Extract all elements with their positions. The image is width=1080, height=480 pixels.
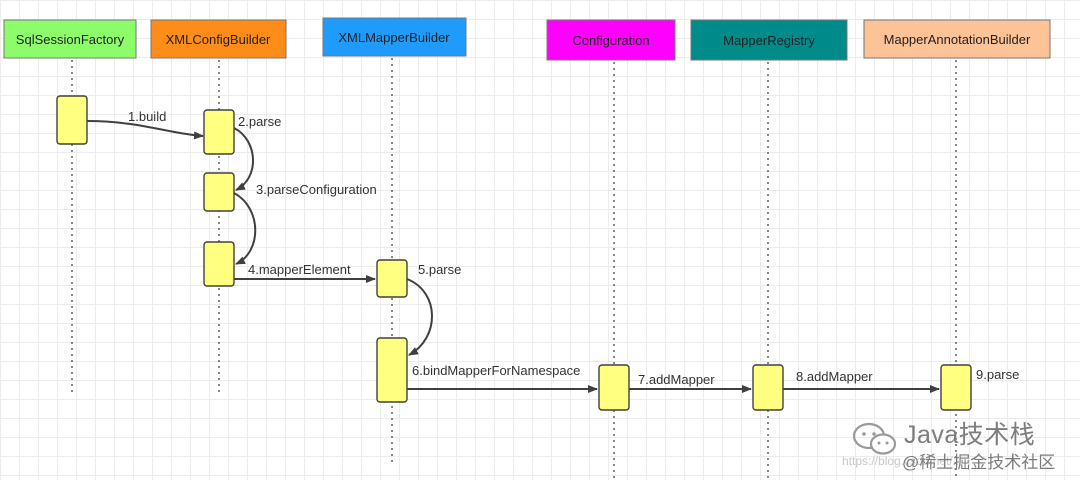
participant-configuration: Configuration (546, 19, 676, 61)
participant-box (546, 19, 676, 61)
message-arrow-xml-mapper-parse (406, 278, 433, 356)
activation-mapper-registry (752, 364, 784, 411)
participant-sql-session-factory: SqlSessionFactory (3, 19, 137, 59)
participant-label: MapperAnnotationBuilder (884, 32, 1031, 47)
participant-label: Configuration (572, 33, 649, 48)
participant-xml-config-builder: XMLConfigBuilder (150, 19, 287, 59)
message-label-parse: 2.parse (238, 114, 281, 129)
participant-label: XMLConfigBuilder (166, 32, 271, 47)
message-label-xml-mapper-parse: 5.parse (418, 262, 461, 277)
participant-box (150, 19, 287, 59)
activation-xml-mapper-builder-mapper-element (376, 259, 408, 298)
message-label-annotation-parse: 9.parse (976, 367, 1019, 382)
activation-xml-config-builder-parse (203, 172, 235, 212)
participant-box (322, 17, 467, 57)
message-arrow-parse-configuration (233, 192, 257, 265)
participant-label: XMLMapperBuilder (338, 30, 450, 45)
participant-label: MapperRegistry (723, 33, 815, 48)
activation-xml-mapper-builder-parse (376, 337, 408, 403)
participant-box (3, 19, 137, 59)
activation-configuration (598, 364, 630, 411)
message-arrow-build (86, 120, 204, 140)
message-arrow-parse (233, 127, 254, 191)
activation-xml-config-builder-build (203, 109, 235, 155)
participant-label: SqlSessionFactory (16, 32, 125, 47)
message-label-add-mapper-2: 8.addMapper (796, 369, 873, 384)
message-label-bind-mapper: 6.bindMapperForNamespace (412, 363, 580, 378)
participant-mapper-registry: MapperRegistry (690, 19, 848, 61)
activation-xml-config-builder-parse-configuration (203, 241, 235, 287)
message-label-build: 1.build (128, 109, 166, 124)
participant-box (863, 19, 1051, 59)
participant-xml-mapper-builder: XMLMapperBuilder (322, 17, 467, 57)
activation-sql-session-factory (56, 95, 88, 145)
message-label-parse-configuration: 3.parseConfiguration (256, 182, 377, 197)
activation-mapper-annotation-builder (940, 364, 972, 411)
message-label-add-mapper-1: 7.addMapper (638, 372, 715, 387)
participant-box (690, 19, 848, 61)
participant-mapper-annotation-builder: MapperAnnotationBuilder (863, 19, 1051, 59)
message-label-mapper-element: 4.mapperElement (248, 262, 351, 277)
